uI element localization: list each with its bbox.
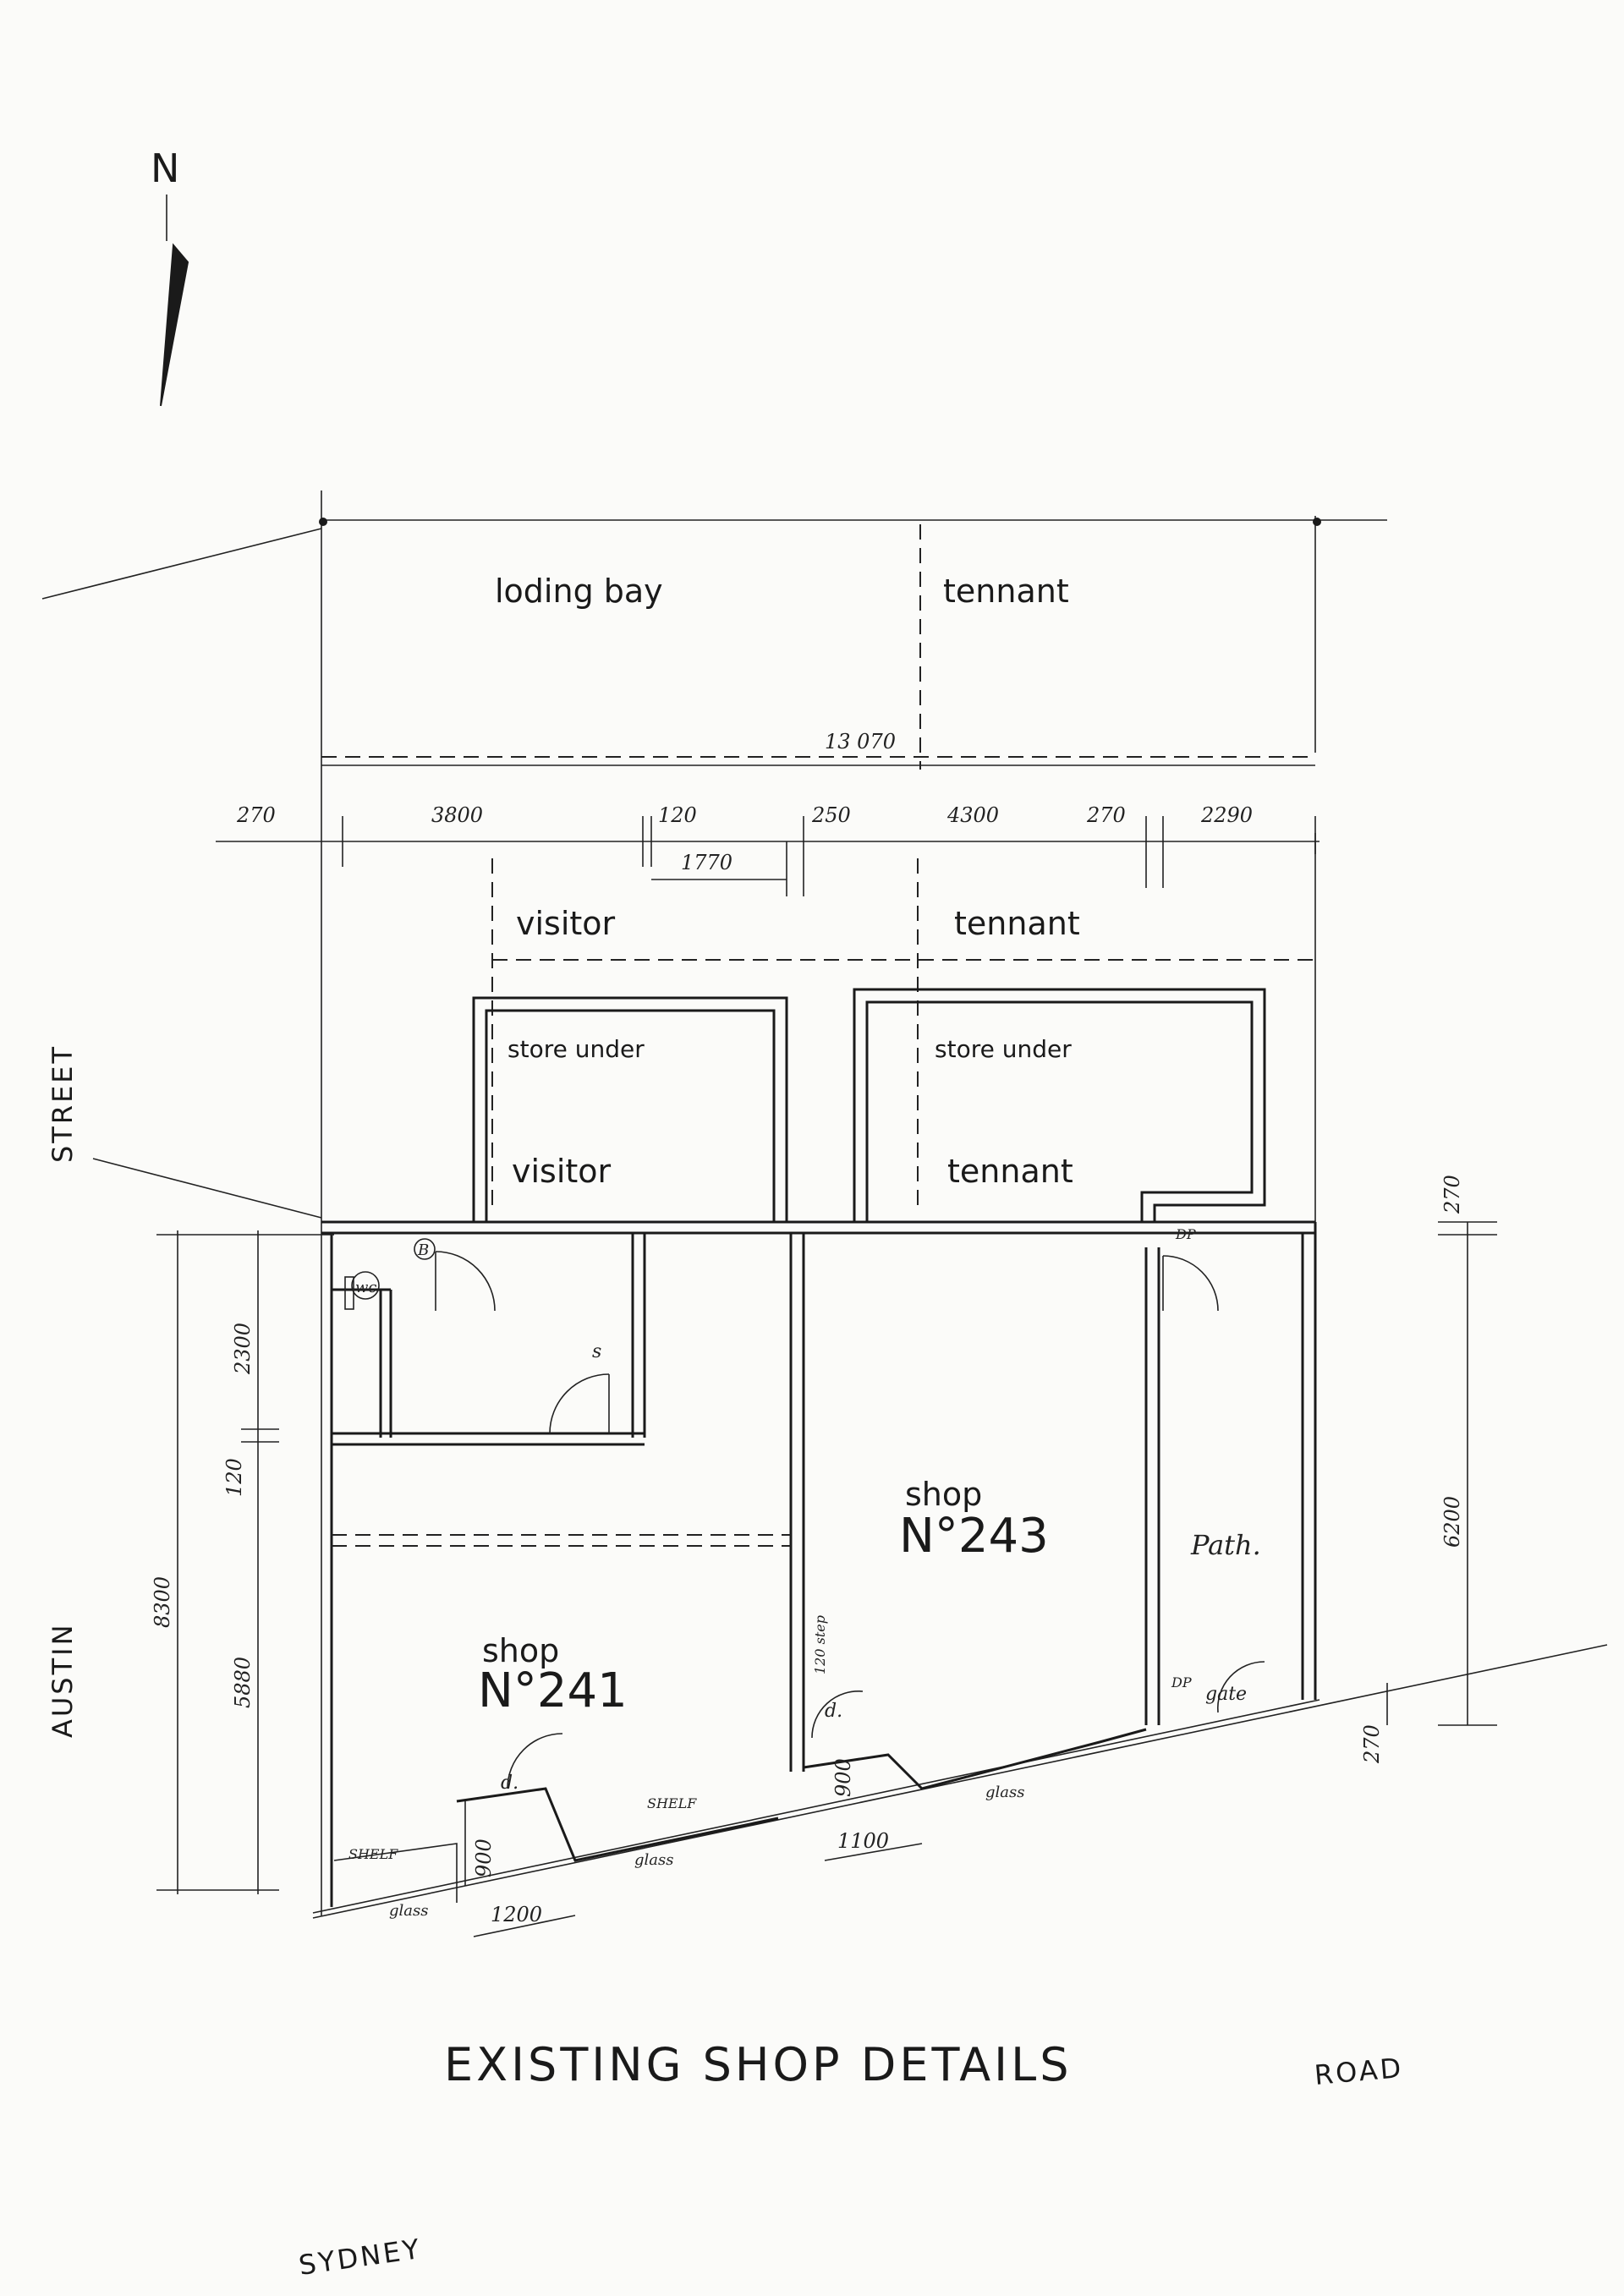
street-label: STREET bbox=[47, 1044, 79, 1163]
dim-overall: 13 070 bbox=[825, 730, 896, 753]
path-label: Path. bbox=[1190, 1529, 1261, 1561]
store-right: store under tennant bbox=[853, 988, 1266, 1222]
north-arrow-icon bbox=[160, 243, 189, 407]
room-labels: shop N°241 shop N°243 Path. bbox=[478, 1476, 1261, 1718]
shop-241-number: N°241 bbox=[478, 1663, 628, 1718]
dim-900a: 900 bbox=[472, 1838, 496, 1877]
shop-241-word: shop bbox=[482, 1632, 559, 1669]
austin-street-label: AUSTIN bbox=[47, 1622, 79, 1738]
dim-270b: 270 bbox=[1086, 803, 1126, 827]
tennant-lower-label: tennant bbox=[947, 1153, 1073, 1190]
loading-bay-label: loding bay bbox=[495, 573, 663, 610]
drawing-title: EXISTING SHOP DETAILS bbox=[444, 2038, 1072, 2091]
dim-1200: 1200 bbox=[491, 1903, 542, 1926]
dim-120: 120 bbox=[658, 803, 697, 827]
dim-270c: 270 bbox=[1440, 1175, 1464, 1214]
dim-5880: 5880 bbox=[231, 1657, 255, 1708]
shop-fronts: d. d. gate DP SHELF SHELF glass glass gl… bbox=[333, 1615, 1265, 1920]
tennant-top-label: tennant bbox=[943, 573, 1069, 610]
dim-120v: 120 bbox=[222, 1458, 246, 1497]
d2-label: d. bbox=[825, 1701, 842, 1722]
shop-243-word: shop bbox=[905, 1476, 982, 1513]
step-label: 120 step bbox=[812, 1615, 828, 1674]
shelf1-label: SHELF bbox=[348, 1846, 398, 1862]
store-under-right-label: store under bbox=[935, 1035, 1072, 1063]
dim-8300: 8300 bbox=[151, 1576, 174, 1628]
d1-label: d. bbox=[501, 1773, 518, 1794]
visitor-lower-label: visitor bbox=[512, 1153, 612, 1190]
gate-label: gate bbox=[1205, 1684, 1247, 1705]
parking-zone: visitor tennant bbox=[491, 858, 1315, 1209]
dim-270a: 270 bbox=[236, 803, 276, 827]
dp1-label: DP bbox=[1175, 1226, 1196, 1242]
wc-label: wc bbox=[355, 1279, 377, 1296]
north-letter: N bbox=[151, 145, 179, 191]
b-label: B bbox=[417, 1241, 429, 1259]
sydney-label: SYDNEY bbox=[297, 2233, 424, 2282]
dim-3800: 3800 bbox=[431, 803, 483, 827]
dim-4300: 4300 bbox=[946, 803, 999, 827]
vertical-dimensions: 8300 2300 120 5880 270 6200 270 900 900 … bbox=[151, 1175, 1497, 1937]
dim-1770: 1770 bbox=[681, 851, 732, 874]
dim-6200: 6200 bbox=[1440, 1496, 1464, 1548]
glass3-label: glass bbox=[985, 1784, 1025, 1801]
north-arrow: N bbox=[151, 145, 189, 407]
dim-250: 250 bbox=[811, 803, 851, 827]
toilet-icon bbox=[351, 1271, 380, 1300]
road-label: ROAD bbox=[1313, 2052, 1404, 2091]
dim-2290: 2290 bbox=[1200, 803, 1253, 827]
boundary bbox=[41, 490, 1608, 1919]
shelf2-label: SHELF bbox=[647, 1795, 697, 1811]
dim-900b: 900 bbox=[831, 1758, 855, 1797]
store-under-left-label: store under bbox=[508, 1035, 645, 1063]
store-left: store under visitor bbox=[472, 996, 788, 1222]
visitor-upper-label: visitor bbox=[516, 905, 616, 942]
tennant-upper-label: tennant bbox=[954, 905, 1080, 942]
s-label: s bbox=[592, 1341, 601, 1362]
loading-zone: loding bay tennant 13 070 bbox=[321, 524, 1315, 770]
shop-243-number: N°243 bbox=[899, 1509, 1049, 1564]
shop-building: wc B s DP bbox=[321, 1220, 1317, 1907]
dim-2300: 2300 bbox=[231, 1323, 255, 1375]
dp2-label: DP bbox=[1171, 1674, 1192, 1690]
glass1-label: glass bbox=[389, 1902, 429, 1920]
dim-1100: 1100 bbox=[837, 1829, 889, 1853]
dimension-chain: 270 3800 120 1770 250 4300 270 2290 bbox=[216, 803, 1320, 896]
dim-270d: 270 bbox=[1360, 1724, 1384, 1764]
glass2-label: glass bbox=[634, 1851, 674, 1869]
